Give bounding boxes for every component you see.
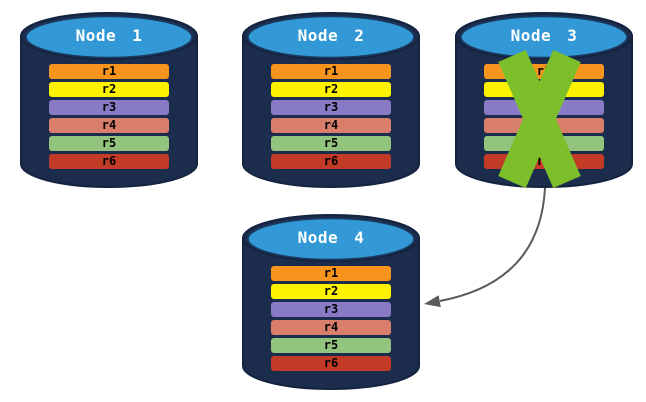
row-stack: r1 r2 r3 r4 r5 r6: [484, 64, 604, 169]
replication-arrow: [439, 187, 546, 302]
row-r2: r2: [484, 82, 604, 97]
row-r2: r2: [271, 82, 391, 97]
row-r1: r1: [271, 266, 391, 281]
row-r6: r6: [49, 154, 169, 169]
row-r1: r1: [271, 64, 391, 79]
row-r1: r1: [484, 64, 604, 79]
node-3: Node 3 r1 r2 r3 r4 r5 r6: [455, 12, 633, 188]
row-r2: r2: [49, 82, 169, 97]
cylinder-top: [247, 217, 415, 261]
node-1: Node 1 r1 r2 r3 r4 r5 r6: [20, 12, 198, 188]
row-r3: r3: [271, 100, 391, 115]
row-stack: r1 r2 r3 r4 r5 r6: [49, 64, 169, 169]
row-r5: r5: [49, 136, 169, 151]
row-stack: r1 r2 r3 r4 r5 r6: [271, 266, 391, 371]
node-title: Node 3: [510, 26, 578, 45]
row-r1: r1: [49, 64, 169, 79]
row-r3: r3: [49, 100, 169, 115]
row-r4: r4: [49, 118, 169, 133]
row-r4: r4: [484, 118, 604, 133]
row-r5: r5: [484, 136, 604, 151]
row-r6: r6: [484, 154, 604, 169]
row-r2: r2: [271, 284, 391, 299]
node-2: Node 2 r1 r2 r3 r4 r5 r6: [242, 12, 420, 188]
row-stack: r1 r2 r3 r4 r5 r6: [271, 64, 391, 169]
row-r4: r4: [271, 320, 391, 335]
row-r6: r6: [271, 356, 391, 371]
arrow-head-icon: [424, 295, 441, 308]
node-title: Node 1: [75, 26, 143, 45]
row-r5: r5: [271, 136, 391, 151]
node-title: Node 4: [297, 228, 365, 247]
node-4: Node 4 r1 r2 r3 r4 r5 r6: [242, 214, 420, 390]
node-title: Node 2: [297, 26, 365, 45]
row-r3: r3: [271, 302, 391, 317]
row-r5: r5: [271, 338, 391, 353]
cylinder-top: [25, 15, 193, 59]
row-r6: r6: [271, 154, 391, 169]
cylinder-top: [247, 15, 415, 59]
row-r3: r3: [484, 100, 604, 115]
row-r4: r4: [271, 118, 391, 133]
